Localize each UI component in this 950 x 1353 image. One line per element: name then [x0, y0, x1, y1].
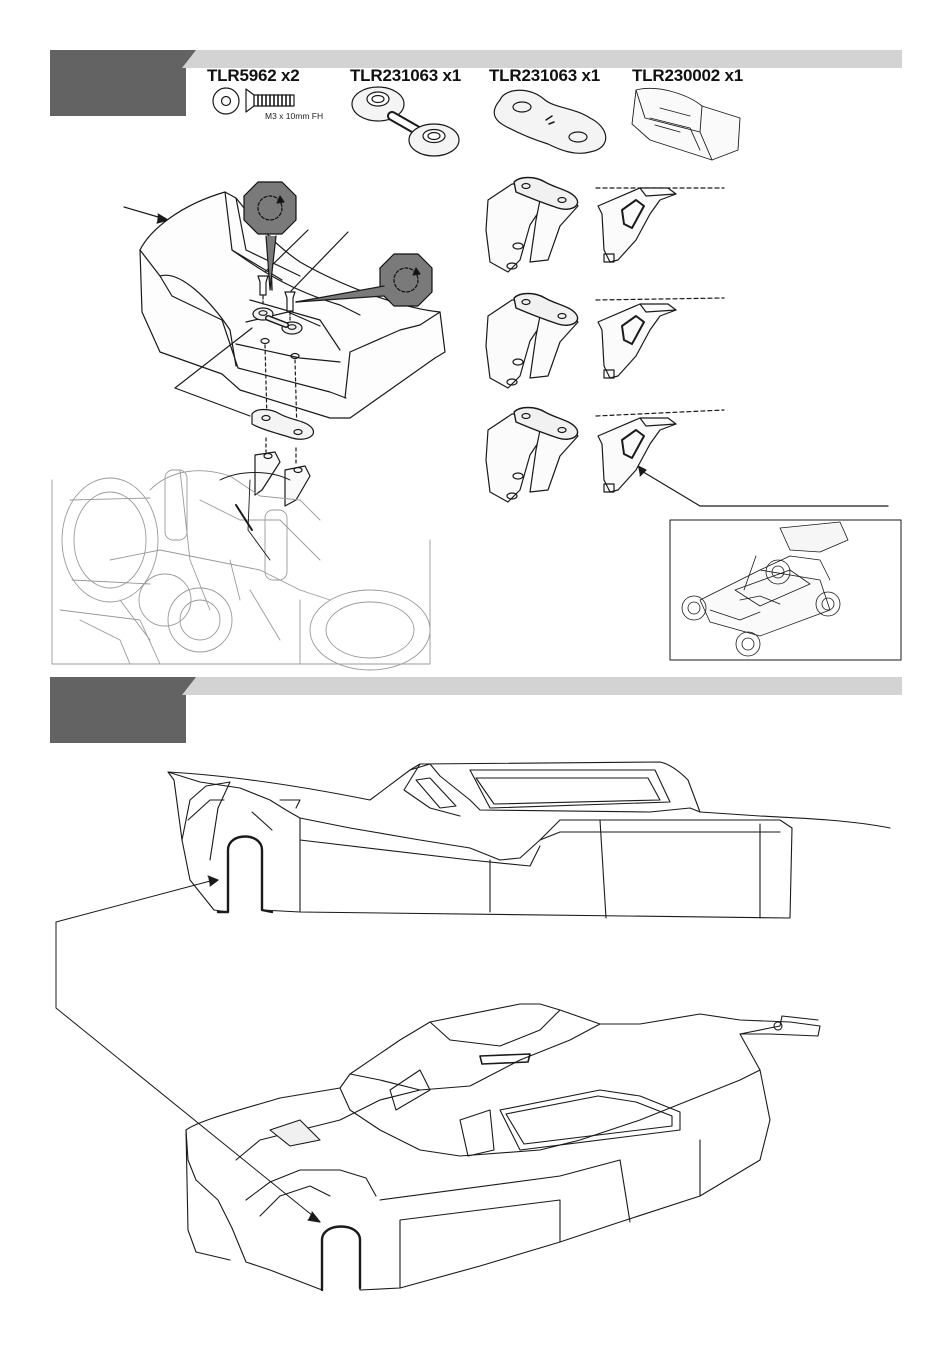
mount-option-2	[486, 294, 724, 389]
rear-chassis-drawing	[52, 470, 430, 670]
wing-button-part-drawing	[352, 87, 459, 156]
mount-option-3	[486, 408, 724, 503]
wing-part-drawing	[632, 88, 740, 160]
vehicle-inset	[670, 520, 901, 660]
wing-washer-part-drawing	[494, 90, 606, 153]
wing-assembly-drawing	[124, 182, 445, 506]
screw-part-drawing	[246, 89, 294, 112]
mount-option-1	[486, 178, 724, 273]
body-iso-view	[186, 1004, 820, 1290]
body-side-view	[168, 762, 890, 918]
wing-mount-options	[486, 178, 888, 507]
washer-part-drawing	[213, 88, 239, 114]
